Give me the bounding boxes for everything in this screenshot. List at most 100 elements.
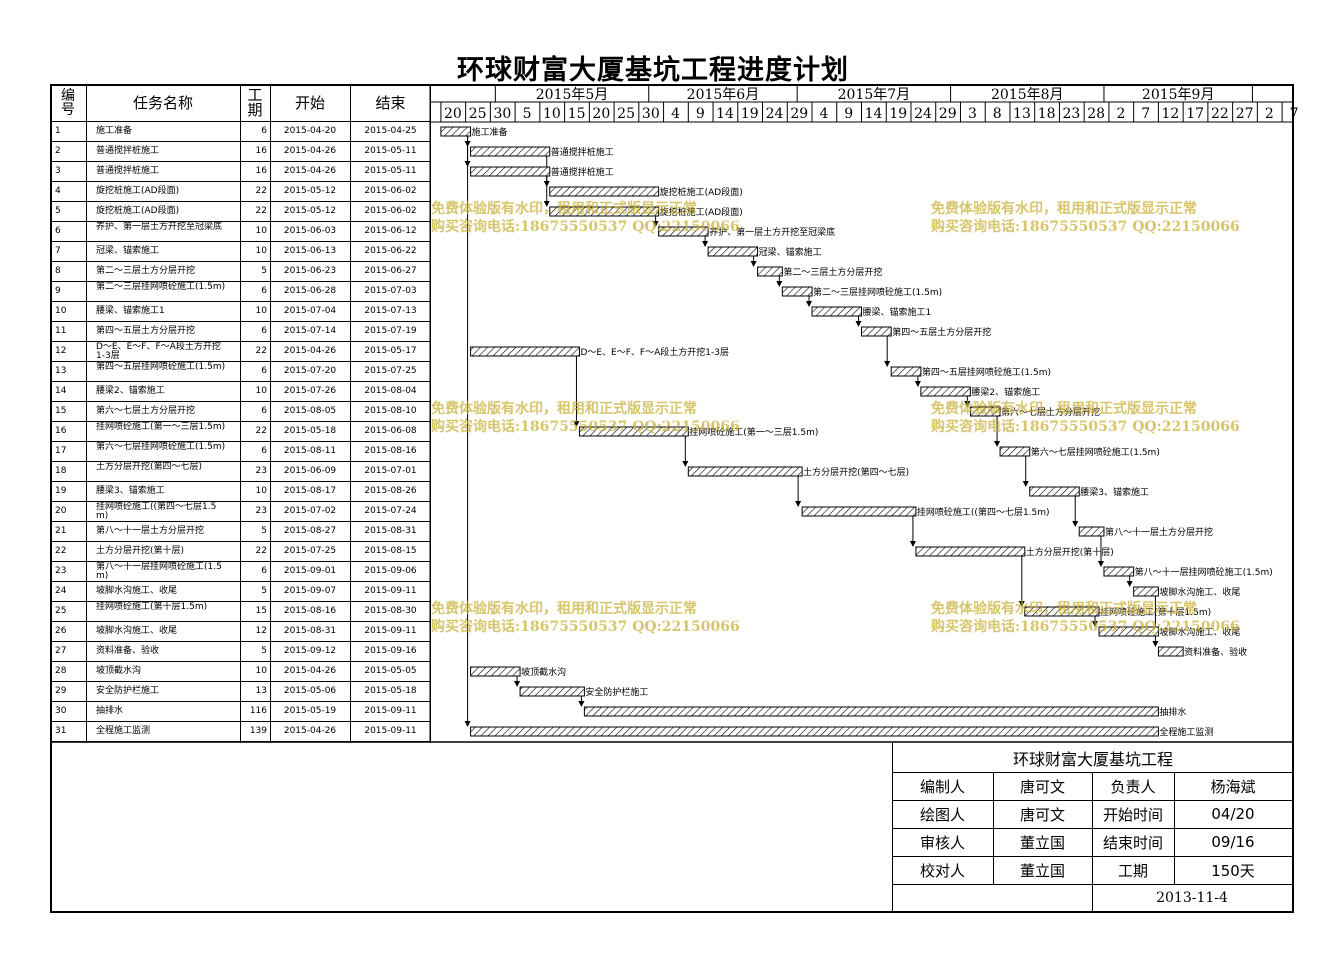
task-id: 13	[55, 366, 67, 376]
table-row-line	[50, 581, 431, 582]
tick-label: 19	[889, 106, 907, 122]
tick-label: 10	[543, 106, 561, 122]
table-row-line	[50, 461, 431, 462]
task-id: 31	[55, 726, 67, 736]
task-name: 第六～七层土方分层开挖	[96, 406, 196, 416]
task-end: 2015-05-17	[364, 346, 417, 356]
task-name: 第八～十一层土方分层开挖	[96, 526, 205, 536]
drawing-frame	[50, 84, 1294, 913]
task-id: 3	[55, 166, 61, 176]
task-start: 2015-04-26	[283, 666, 337, 676]
task-end: 2015-08-30	[364, 606, 417, 616]
task-start: 2015-05-12	[283, 186, 337, 196]
task-id: 20	[55, 506, 67, 516]
task-bar-label: 第二～三层挂网喷砼施工(1.5m)	[813, 286, 942, 298]
tick-label: 30	[642, 106, 660, 122]
task-duration: 15	[255, 606, 267, 616]
task-end: 2015-06-12	[364, 226, 417, 236]
task-end: 2015-08-16	[364, 446, 417, 456]
task-duration: 13	[255, 686, 267, 696]
task-bar	[583, 706, 1159, 717]
task-name: 旋挖桩施工(AD段面)	[96, 186, 180, 196]
task-name: 全程施工监测	[96, 726, 151, 736]
task-duration: 22	[255, 346, 267, 356]
task-bar-label: 腰梁2、锚索施工	[971, 386, 1040, 398]
task-bar-label: 土方分层开挖(第十层)	[1026, 546, 1114, 558]
task-name: 挂网喷砼施工((第四～七层1.5m)	[96, 502, 217, 521]
table-row-line	[50, 421, 431, 422]
task-bar-label: 抽排水	[1159, 706, 1186, 718]
watermark-text: 免费体验版有水印，租用和正式版显示正常	[431, 401, 697, 417]
task-end: 2015-09-11	[364, 706, 417, 716]
info-label: 绘图人	[919, 805, 965, 824]
task-end: 2015-06-22	[364, 246, 417, 256]
task-start: 2015-04-26	[283, 346, 337, 356]
task-id: 26	[55, 626, 67, 636]
tick-label: 13	[1013, 106, 1031, 122]
task-start: 2015-05-06	[283, 686, 337, 696]
table-row-line	[50, 281, 431, 282]
task-duration: 6	[261, 446, 267, 456]
task-duration: 139	[249, 726, 267, 736]
table-row-line	[50, 321, 431, 322]
table-row-line	[50, 241, 431, 242]
task-name: 资料准备、验收	[96, 646, 160, 656]
task-end: 2015-05-18	[364, 686, 417, 696]
task-id: 8	[55, 266, 61, 276]
task-name: 挂网喷砼施工(第十层1.5m)	[96, 602, 208, 612]
task-name: 普通搅拌桩施工	[96, 166, 160, 176]
task-name: 第二～三层土方分层开挖	[96, 266, 196, 276]
task-duration: 16	[255, 166, 267, 176]
task-bar	[470, 166, 551, 177]
task-name: 挂网喷砼施工(第一～三层1.5m)	[96, 422, 226, 432]
task-bar-label: 普通搅拌桩施工	[551, 146, 614, 158]
task-id: 22	[55, 546, 67, 556]
header-id: 编号	[61, 88, 75, 118]
task-name: 腰梁3、锚索施工	[96, 486, 165, 496]
task-start: 2015-08-11	[283, 446, 337, 456]
task-end: 2015-08-26	[364, 486, 417, 496]
watermark-text: 购买咨询电话:18675550537 QQ:22150066	[431, 619, 740, 635]
info-value: 董立国	[1019, 861, 1065, 880]
task-name: 安全防护栏施工	[96, 686, 160, 696]
task-name: 坡脚水沟施工、收尾	[96, 586, 178, 596]
table-row-line	[50, 361, 431, 362]
task-name: 土方分层开挖(第四～七层)	[96, 462, 203, 472]
task-id: 29	[55, 686, 67, 696]
task-bar	[549, 186, 660, 197]
tick-label: 14	[865, 106, 883, 122]
tick-label: 15	[568, 106, 586, 122]
task-id: 4	[55, 186, 61, 196]
task-bar-label: 第六～七层挂网喷砼施工(1.5m)	[1031, 446, 1160, 458]
task-end: 2015-08-10	[364, 406, 417, 416]
watermark-text: 购买咨询电话:18675550537 QQ:22150066	[431, 219, 740, 235]
task-bar-label: 腰梁、锚索施工1	[863, 306, 932, 318]
task-end: 2015-05-11	[364, 146, 417, 156]
task-name: 第四～五层挂网喷砼施工(1.5m)	[96, 362, 226, 372]
task-bar-label: 旋挖桩施工(AD段面)	[660, 206, 743, 218]
task-id: 16	[55, 426, 67, 436]
task-bar	[801, 506, 917, 517]
task-bar	[578, 426, 689, 437]
task-id: 24	[55, 586, 67, 596]
watermark-text: 购买咨询电话:18675550537 QQ:22150066	[931, 619, 1240, 635]
tick-label: 24	[914, 106, 932, 122]
table-row-line	[50, 261, 431, 262]
task-duration: 23	[255, 466, 267, 476]
task-start: 2015-04-26	[283, 146, 337, 156]
tick-label: 19	[741, 106, 759, 122]
task-bar-label: 施工准备	[472, 126, 508, 138]
task-bar-label: 第八～十一层土方分层开挖	[1105, 526, 1213, 538]
task-end: 2015-06-27	[364, 266, 417, 276]
task-bar	[1078, 526, 1105, 537]
tick-label: 2	[1265, 106, 1274, 122]
task-start: 2015-07-14	[283, 326, 337, 336]
task-duration: 22	[255, 546, 267, 556]
task-bar	[890, 366, 922, 377]
task-name: 土方分层开挖(第十层)	[96, 546, 185, 556]
task-bar-label: 第四～五层土方分层开挖	[892, 326, 991, 338]
task-start: 2015-09-01	[283, 566, 337, 576]
task-bar	[687, 466, 803, 477]
task-bar-label: 第二～三层土方分层开挖	[783, 266, 882, 278]
info-row-line	[892, 828, 1294, 829]
